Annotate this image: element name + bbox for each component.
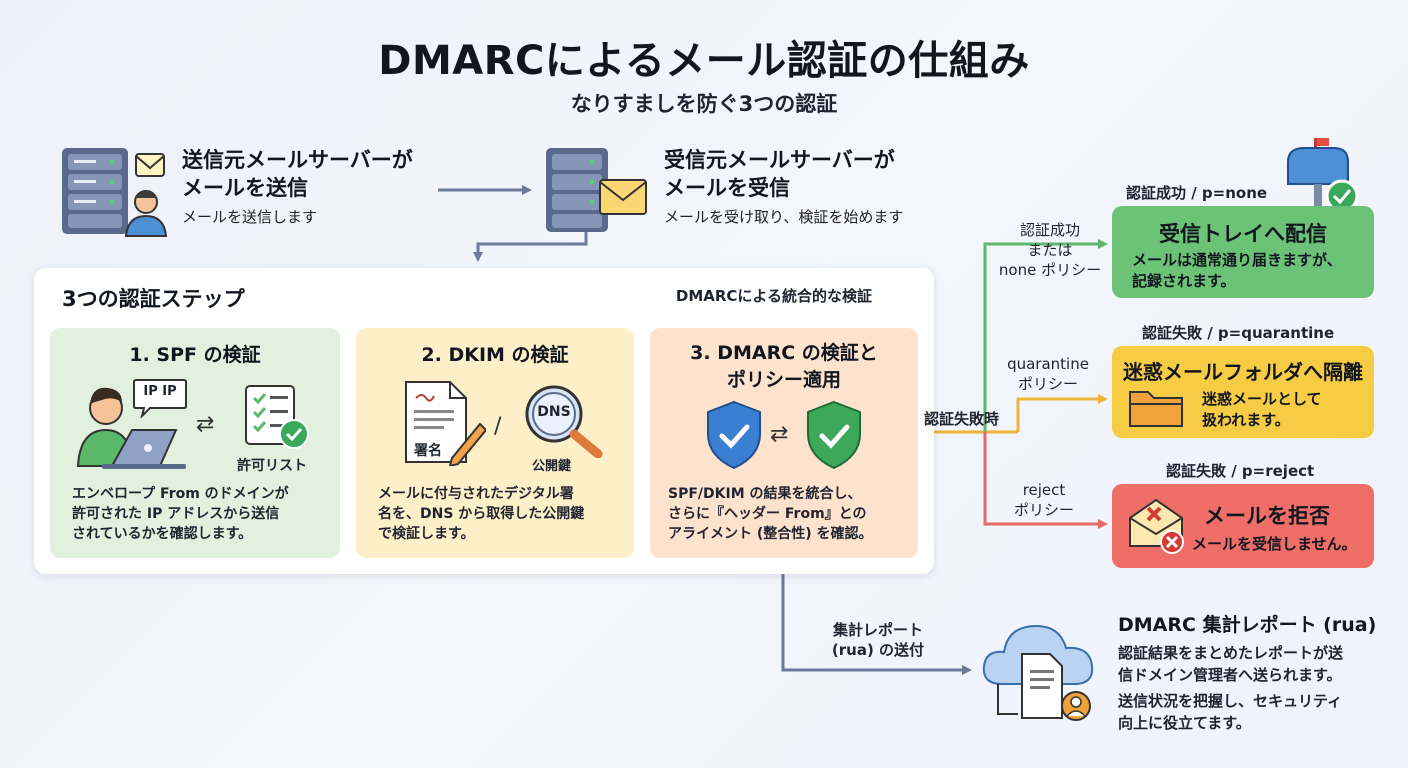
result-quarantine-box: 迷惑メールフォルダへ隔離 迷惑メールとして 扱われます。 (1112, 346, 1374, 438)
integrated-label: DMARCによる統合的な検証 (675, 287, 872, 305)
dmarc-title-1: 3. DMARC の検証と (690, 342, 878, 364)
receiver-title-2: メールを受信 (664, 176, 790, 200)
result-inbox-title: 受信トレイへ配信 (1159, 222, 1327, 246)
result-none-label: 認証成功 / p=none (1126, 184, 1268, 202)
receiver-server-icon (546, 148, 647, 232)
sender-desc: メールを送信します (182, 208, 318, 226)
branch-success-1: 認証成功 (1019, 221, 1080, 239)
dmarc-text-1: SPF/DKIM の結果を統合し、 (668, 486, 862, 502)
spf-text: エンベロープ From のドメインが 許可された IP アドレスから送信 されて… (72, 484, 289, 544)
green-shield-check-icon (807, 400, 861, 470)
report-text-a: 認証結果をまとめたレポートが送 信ドメイン管理者へ送られます。 (1118, 642, 1343, 686)
ip-bubble-text: IP IP (143, 384, 177, 399)
result-inbox-desc-2: 記録されます。 (1132, 272, 1236, 290)
spf-user-laptop-icon (76, 387, 186, 469)
dmarc-text-3: アライメント (整合性) を確認。 (668, 526, 873, 542)
branch-quarantine-2: ポリシー (1017, 375, 1078, 393)
dmarc-exchange-icon: ⇄ (770, 422, 789, 447)
steps-title: 3つの認証ステップ (62, 287, 245, 311)
dmarc-title-2: ポリシー適用 (726, 369, 841, 391)
rejected-mail-icon (1129, 498, 1184, 554)
sender-block: 送信元メールサーバーが メールを送信 メールを送信します (182, 146, 413, 228)
dns-magnifier-icon (525, 385, 603, 458)
branch-fail-label: 認証失敗時 (924, 410, 1000, 428)
ip-speech-bubble (133, 379, 187, 418)
report-arrow-2: (rua) の送付 (831, 641, 925, 659)
result-reject-title: メールを拒否 (1204, 504, 1330, 528)
report-text-3: 送信状況を把握し、セキュリティ (1118, 692, 1343, 710)
dkim-divider: / (494, 414, 502, 439)
report-text-b: 送信状況を把握し、セキュリティ 向上に役立てます。 (1118, 690, 1342, 734)
dmarc-text: SPF/DKIM の結果を統合し、 さらに『ヘッダー From』との アライメン… (668, 484, 873, 544)
result-quarantine-desc-2: 扱われます。 (1202, 411, 1290, 429)
branch-success-2: または (1027, 241, 1073, 259)
dkim-text-2: 名を、DNS から取得した公開鍵 (378, 506, 585, 522)
report-text-1: 認証結果をまとめたレポートが送 (1118, 644, 1344, 662)
sender-title-1: 送信元メールサーバーが (182, 148, 413, 172)
dns-label: DNS (537, 404, 571, 420)
report-arrow-label: 集計レポート (rua) の送付 (816, 620, 940, 660)
mailbox-icon (1287, 138, 1359, 213)
spf-exchange-icon: ⇄ (196, 412, 215, 437)
spf-text-2: 許可された IP アドレスから送信 (72, 506, 280, 522)
blue-shield-check-icon (707, 400, 761, 470)
branch-reject-1: reject (1022, 481, 1066, 499)
result-quarantine-title: 迷惑メールフォルダへ隔離 (1123, 360, 1363, 384)
dkim-title: 2. DKIM の検証 (421, 344, 569, 366)
receiver-title-1: 受信元メールサーバーが (664, 148, 895, 172)
dkim-text-3: で検証します。 (378, 526, 475, 542)
result-quarantine-desc-1: 迷惑メールとして (1202, 390, 1322, 408)
allowlist-icon (245, 385, 309, 449)
report-arrow-1: 集計レポート (832, 621, 923, 639)
sender-title-2: メールを送信 (182, 176, 308, 200)
spf-text-1: エンベロープ From のドメインが (72, 486, 289, 502)
spf-title: 1. SPF の検証 (129, 344, 261, 366)
branch-quarantine-arrow (1016, 394, 1108, 432)
result-inbox-box: 受信トレイへ配信 メールは通常通り届きますが、 記録されます。 (1112, 206, 1374, 298)
dkim-text-1: メールに付与されたデジタル署 (378, 486, 574, 502)
signature-label: 署名 (414, 443, 442, 459)
branch-reject-2: ポリシー (1013, 501, 1074, 519)
dmarc-card: 3. DMARC の検証と ポリシー適用 (650, 328, 918, 558)
report-text-4: 向上に役立てます。 (1118, 714, 1251, 732)
dmarc-text-2: さらに『ヘッダー From』との (668, 506, 867, 522)
branch-success-label: 認証成功 または none ポリシー (988, 220, 1112, 280)
result-inbox-desc-1: メールは通常通り届きますが、 (1132, 251, 1342, 269)
result-quarantine-label: 認証失敗 / p=quarantine (1142, 324, 1335, 342)
folder-icon (1129, 391, 1183, 427)
dkim-text: メールに付与されたデジタル署 名を、DNS から取得した公開鍵 で検証します。 (378, 484, 584, 544)
branch-success-3: none ポリシー (998, 261, 1102, 279)
branch-quarantine-1: quarantine (1007, 355, 1089, 373)
page-title: DMARCによるメール認証の仕組み (378, 38, 1030, 84)
receiver-desc: メールを受け取り、検証を始めます (664, 208, 904, 226)
cloud-report-icon (982, 624, 1094, 721)
branch-reject-label: reject ポリシー (1004, 480, 1084, 520)
public-key-label: 公開鍵 (532, 459, 572, 474)
sender-server-icon (62, 148, 168, 237)
report-title: DMARC 集計レポート (rua) (1118, 614, 1377, 636)
result-reject-label: 認証失敗 / p=reject (1166, 462, 1315, 480)
report-text-2: 信ドメイン管理者へ送られます。 (1118, 666, 1342, 684)
spf-text-3: されているかを確認します。 (72, 526, 253, 542)
receiver-block: 受信元メールサーバーが メールを受信 メールを受け取り、検証を始めます (664, 146, 903, 228)
allowlist-label: 許可リスト (237, 458, 307, 474)
page-subtitle: なりすましを防ぐ3つの認証 (570, 92, 838, 116)
signed-document-icon (405, 381, 486, 466)
result-reject-desc: メールを受信しません。 (1192, 535, 1357, 553)
branch-quarantine-label: quarantine ポリシー (1000, 354, 1096, 394)
